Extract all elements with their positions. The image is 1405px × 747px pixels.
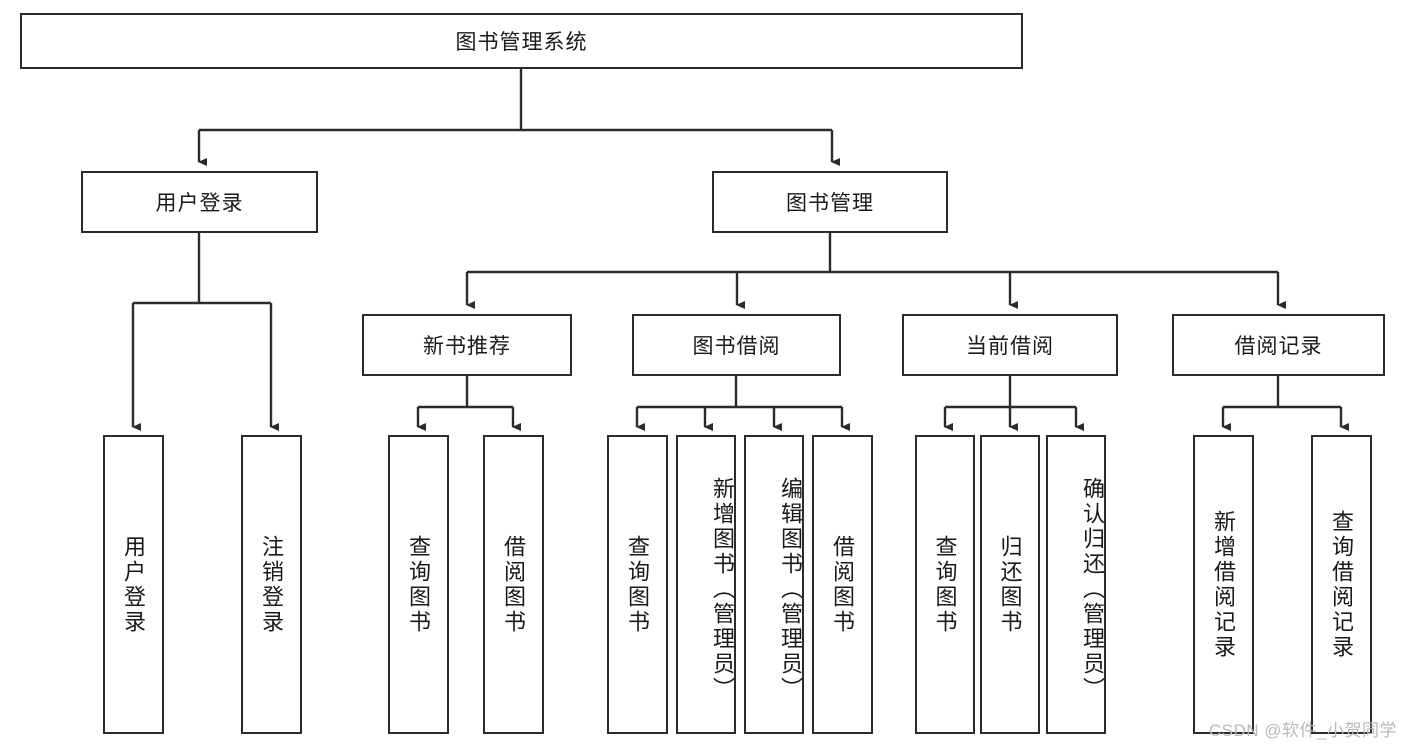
node-label: 新增图书（管理员） — [710, 477, 735, 702]
node-label: 借阅图书 — [830, 534, 856, 635]
leaf-add-book-admin[interactable]: 新增图书（管理员） — [676, 435, 736, 734]
node-label: 图书管理系统 — [455, 31, 588, 54]
node-label: 新增借阅记录 — [1211, 509, 1237, 660]
node-label: 图书管理 — [786, 192, 874, 215]
leaf-query-book-borrow[interactable]: 查询图书 — [607, 435, 668, 734]
leaf-edit-book-admin[interactable]: 编辑图书（管理员） — [744, 435, 804, 734]
leaf-confirm-return-admin[interactable]: 确认归还（管理员） — [1046, 435, 1106, 734]
node-label: 确认归还（管理员） — [1080, 477, 1105, 702]
node-book-borrow[interactable]: 图书借阅 — [632, 314, 841, 376]
node-label: 查询图书 — [932, 534, 958, 635]
node-label: 编辑图书（管理员） — [778, 477, 803, 702]
leaf-query-book-recommend[interactable]: 查询图书 — [388, 435, 449, 734]
leaf-query-book-current[interactable]: 查询图书 — [915, 435, 975, 734]
node-user-login[interactable]: 用户登录 — [81, 171, 318, 233]
node-label: 查询图书 — [625, 534, 651, 635]
watermark-text: CSDN @软件_小贺同学 — [1208, 721, 1397, 740]
leaf-user-login[interactable]: 用户登录 — [103, 435, 164, 734]
node-current-borrow[interactable]: 当前借阅 — [902, 314, 1118, 376]
node-label: 用户登录 — [121, 534, 147, 635]
node-label: 查询图书 — [406, 534, 432, 635]
node-root-system[interactable]: 图书管理系统 — [20, 13, 1023, 69]
leaf-borrow-book-recommend[interactable]: 借阅图书 — [483, 435, 544, 734]
node-label: 图书借阅 — [692, 335, 781, 358]
node-new-book-recommend[interactable]: 新书推荐 — [362, 314, 572, 376]
node-book-management[interactable]: 图书管理 — [712, 171, 948, 233]
node-label: 当前借阅 — [966, 335, 1054, 358]
node-label: 用户登录 — [155, 192, 244, 215]
leaf-return-book[interactable]: 归还图书 — [980, 435, 1040, 734]
leaf-borrow-book[interactable]: 借阅图书 — [812, 435, 873, 734]
node-label: 查询借阅记录 — [1329, 509, 1355, 660]
leaf-query-borrow-record[interactable]: 查询借阅记录 — [1311, 435, 1372, 734]
node-label: 归还图书 — [997, 534, 1023, 635]
node-label: 新书推荐 — [423, 335, 511, 358]
node-borrow-records[interactable]: 借阅记录 — [1172, 314, 1385, 376]
leaf-add-borrow-record[interactable]: 新增借阅记录 — [1193, 435, 1254, 734]
leaf-logout[interactable]: 注销登录 — [241, 435, 302, 734]
node-label: 注销登录 — [259, 534, 285, 635]
node-label: 借阅图书 — [501, 534, 527, 635]
node-label: 借阅记录 — [1234, 335, 1323, 358]
